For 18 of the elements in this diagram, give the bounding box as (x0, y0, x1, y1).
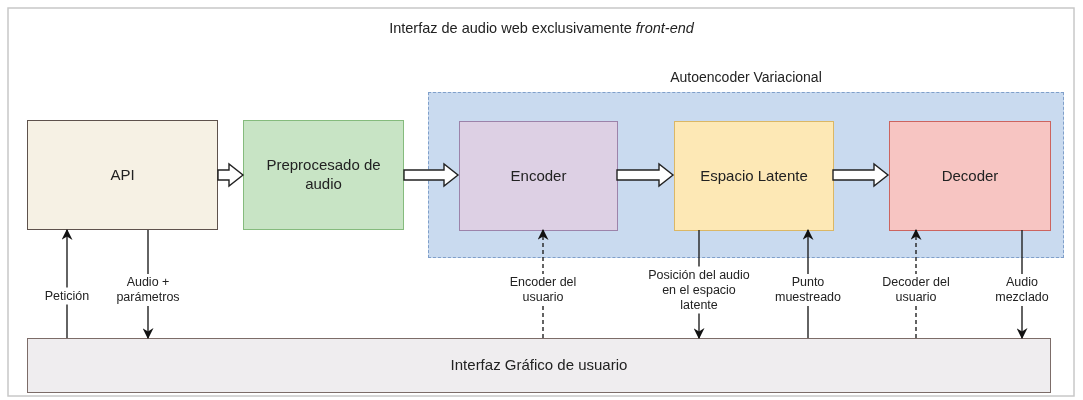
node-label: Espacio Latente (699, 166, 809, 186)
node-label: API (109, 165, 136, 185)
process-box (459, 121, 618, 231)
process-box (674, 121, 834, 231)
node-label: Decoder (940, 166, 1000, 186)
block-arrow (403, 162, 460, 188)
node-label: Interfaz Gráfico de usuario (449, 356, 629, 375)
node-label: Preprocesado de audio (265, 156, 382, 194)
block-arrow (217, 162, 245, 188)
block-arrow (832, 162, 890, 188)
process-box (243, 120, 404, 230)
process-box (889, 121, 1051, 231)
diagram-title: Interfaz de audio web exclusivamente front-end (389, 20, 694, 36)
node-label: Encoder (509, 166, 568, 186)
group-heading: Autoencoder Variacional (670, 69, 822, 85)
component-box (27, 120, 218, 230)
interface-bar (27, 338, 1051, 393)
block-arrow (616, 162, 675, 188)
